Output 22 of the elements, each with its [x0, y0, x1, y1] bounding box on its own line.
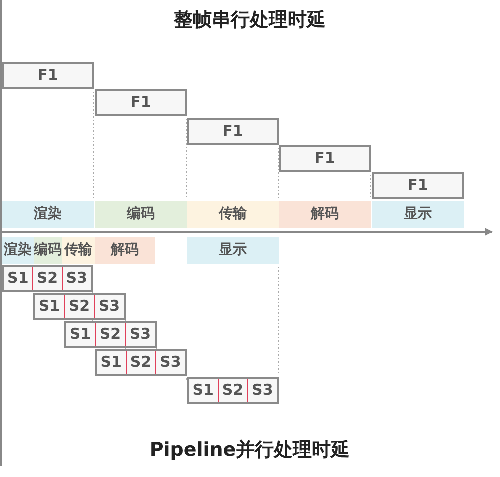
title: 整帧串行处理时延	[173, 8, 327, 33]
frame-block: F1	[95, 89, 187, 116]
stage-band: 渲染	[2, 201, 94, 228]
stage-band: 传输	[187, 201, 279, 228]
stage-band: 显示	[372, 201, 464, 228]
slice-block: S1 S2 S3	[2, 265, 93, 292]
stage-band: 编码	[34, 237, 62, 264]
stage-band: 编码	[95, 201, 187, 228]
frame-block: F1	[372, 172, 464, 199]
stage-band: 解码	[279, 201, 371, 228]
subtitle: Pipeline并行处理时延	[148, 438, 352, 463]
frame-block: F1	[279, 145, 371, 172]
slice-block: S1 S2 S3	[33, 293, 126, 320]
stage-band: 解码	[95, 237, 155, 264]
frame-block: F1	[187, 118, 279, 145]
stage-band: 显示	[187, 237, 279, 264]
frame-block: F1	[2, 62, 94, 89]
stage-band: 传输	[62, 237, 95, 264]
slice-block: S1 S2 S3	[64, 321, 157, 348]
slice-block: S1 S2 S3	[187, 377, 279, 404]
slice-block: S1 S2 S3	[95, 349, 187, 376]
stage-band: 渲染	[2, 237, 34, 264]
